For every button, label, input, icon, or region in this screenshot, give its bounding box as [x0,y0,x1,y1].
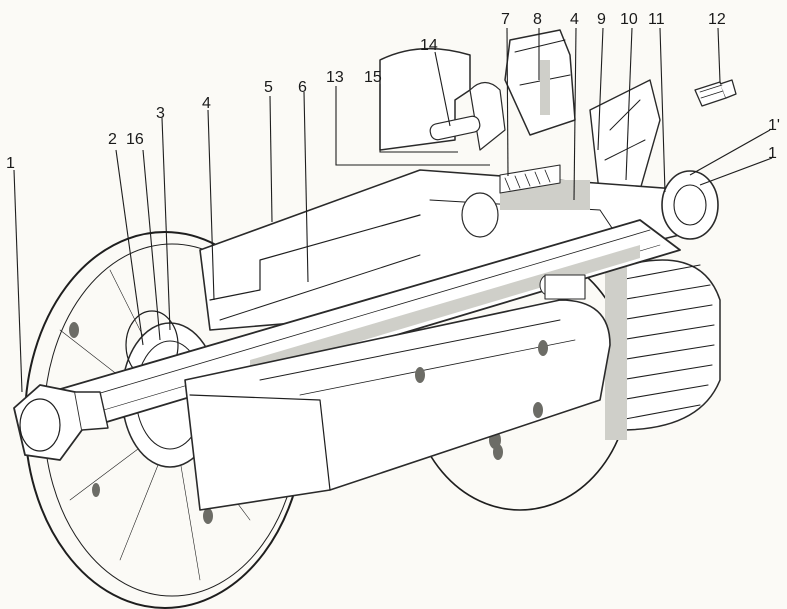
leader-lines [13,27,773,393]
right-bearing [661,170,719,240]
bolt [694,79,737,107]
callout-4-right: 4 [570,11,579,28]
inner-parts [429,115,586,300]
callout-5: 5 [264,79,273,96]
shaft-nut [13,384,109,461]
callout-1-right: 1 [768,145,777,162]
callout-4-left: 4 [202,95,211,112]
callout-7: 7 [501,11,510,28]
callout-17: 1' [768,117,780,134]
callout-15: 15 [364,69,382,86]
callout-6: 6 [298,79,307,96]
callout-8: 8 [533,11,542,28]
callout-13: 13 [326,69,344,86]
callout-9: 9 [597,11,606,28]
callout-2: 2 [108,131,117,148]
callout-3: 3 [156,105,165,122]
callout-12: 12 [708,11,726,28]
callout-14: 14 [420,37,438,54]
left-disc [24,231,306,609]
callout-labels: 1 2 16 3 4 5 6 13 15 14 7 8 4 9 10 11 12… [6,11,780,172]
lower-shell [184,299,611,511]
callout-11: 11 [648,11,665,28]
callout-16: 16 [126,131,144,148]
gear [605,250,721,440]
callout-10: 10 [620,11,638,28]
callout-1: 1 [6,155,15,172]
